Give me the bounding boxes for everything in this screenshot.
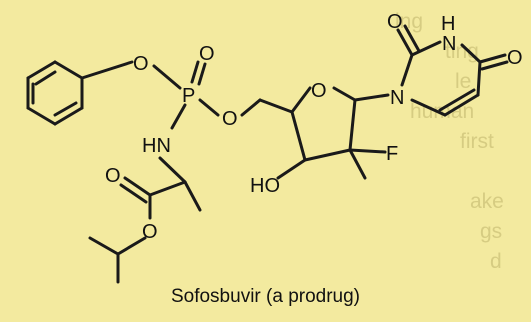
atom-o-ester-isopropyl: O — [142, 221, 158, 243]
ghost-line: gs — [480, 220, 503, 243]
figure-caption: Sofosbuvir (a prodrug) — [170, 286, 361, 307]
ghost-line: ing — [395, 10, 424, 33]
atom-nh: HN — [142, 135, 171, 157]
atom-hydroxyl: HO — [250, 175, 280, 197]
atom-o-phosphoryl: O — [199, 43, 215, 65]
atom-h-n3: H — [441, 13, 455, 35]
ghost-line: ake — [470, 190, 504, 213]
atom-n1: N — [390, 87, 404, 109]
atom-o-ring: O — [311, 80, 327, 102]
ghost-line: d — [490, 250, 502, 273]
atom-o-carbonyl: O — [105, 165, 121, 187]
atom-o-c2: O — [387, 11, 403, 33]
ghost-line: ting — [445, 40, 479, 63]
atom-fluorine: F — [386, 143, 398, 165]
ghost-line: le — [455, 70, 472, 93]
atom-n3: N — [442, 33, 456, 55]
atom-o-ester-p: O — [222, 108, 238, 130]
atom-phosphorus: P — [182, 85, 195, 107]
bonds — [26, 24, 509, 284]
atom-o-phenoxy: O — [133, 53, 149, 75]
atom-o-c4: O — [507, 47, 523, 69]
sofosbuvir-structure: O P O O HN O N O H N O F HO O O — [26, 11, 523, 284]
ghost-line: first — [460, 130, 494, 153]
atom-labels: O P O O HN O N O H N O F HO O O — [105, 11, 523, 243]
